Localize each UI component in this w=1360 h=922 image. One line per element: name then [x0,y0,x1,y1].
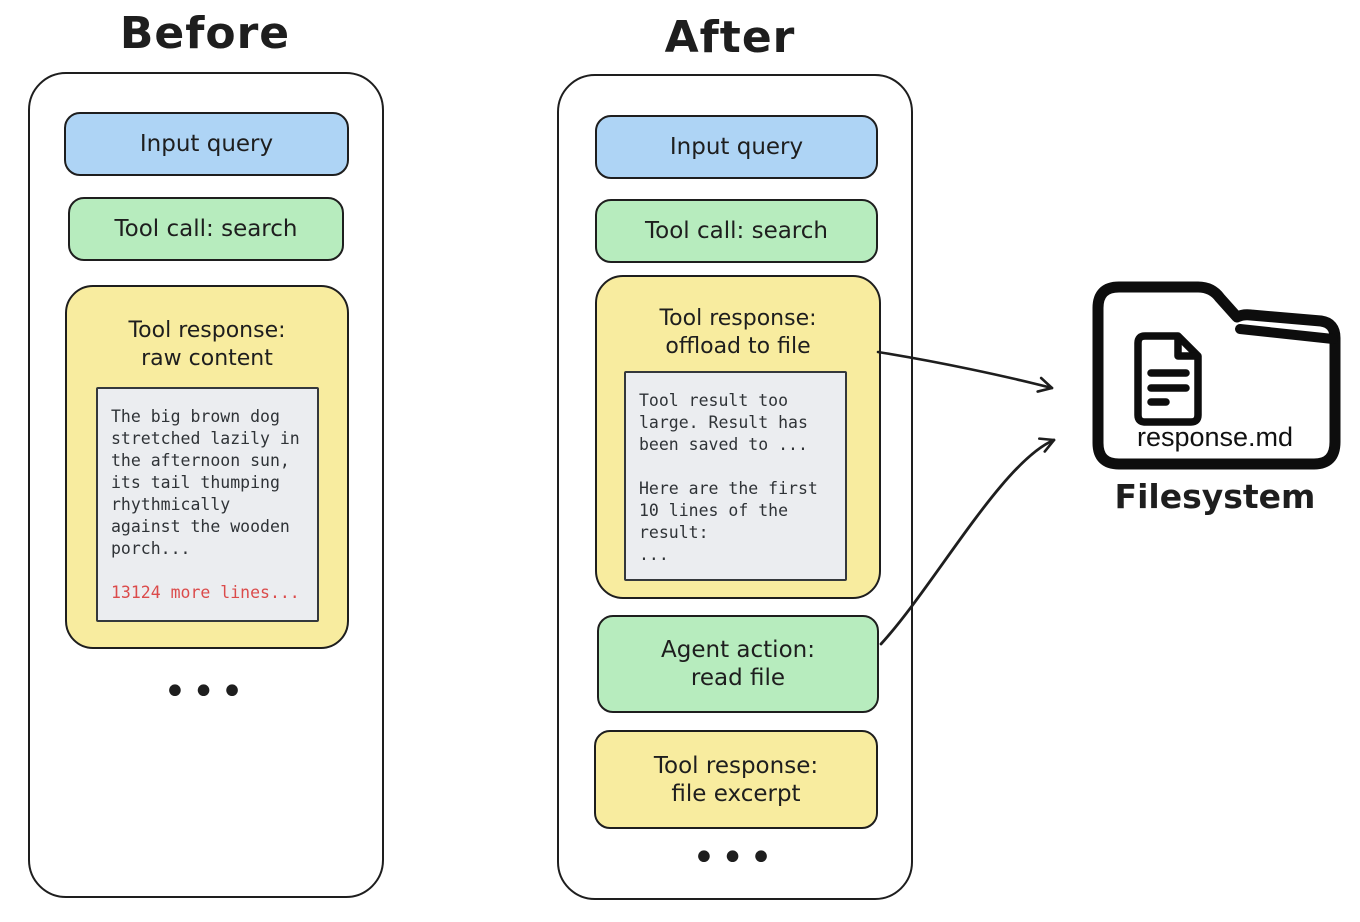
before-tool-response-box: Tool response: raw content The big brown… [65,285,349,649]
before-tool-call-box: Tool call: search [68,197,344,261]
more-lines-indicator: 13124 more lines... [111,583,300,602]
after-file-excerpt-box: Tool response: file excerpt [594,730,878,829]
before-panel: Input query Tool call: search Tool respo… [28,72,384,898]
snippet-line: the afternoon sun, [111,451,290,470]
before-tool-call-label: Tool call: search [114,216,298,242]
after-input-query-box: Input query [595,115,878,179]
snippet-line: The big brown dog [111,407,280,426]
after-tool-response-heading-line1: Tool response: [659,306,817,331]
before-input-query-label: Input query [139,131,274,157]
file-name-label: response.md [1136,422,1294,452]
before-tool-response-heading-line1: Tool response: [128,318,286,343]
snippet-line: 10 lines of the [639,501,789,520]
before-input-query-box: Input query [64,112,349,176]
snippet-blank-line [639,453,845,475]
after-column-title: After [664,12,796,63]
snippet-line: Here are the first [639,479,818,498]
before-column-title: Before [119,8,291,59]
snippet-line: result: [639,523,709,542]
after-input-query-label: Input query [669,134,804,160]
after-file-excerpt-line1: Tool response: [653,752,819,779]
before-tool-response-heading: Tool response: raw content [67,317,347,373]
snippet-line: large. Result has [639,413,808,432]
after-file-excerpt-line2: file excerpt [671,780,801,807]
before-raw-content-snippet: The big brown dog stretched lazily in th… [96,387,319,622]
snippet-line: porch... [111,539,191,558]
after-agent-action-box: Agent action: read file [597,615,879,713]
before-ellipsis: ••• [163,669,249,715]
after-tool-call-label: Tool call: search [645,218,828,244]
snippet-line: ... [639,545,669,564]
after-tool-response-heading-line2: offload to file [665,334,811,359]
filesystem-label: Filesystem [1114,477,1316,516]
after-tool-call-box: Tool call: search [595,199,878,263]
after-agent-action-line2: read file [690,665,786,691]
folder-icon [1092,281,1341,470]
snippet-line: rhythmically [111,495,231,514]
after-panel: Input query Tool call: search Tool respo… [557,74,913,900]
after-ellipsis: ••• [692,835,778,881]
after-tool-response-heading: Tool response: offload to file [597,305,879,361]
snippet-line: been saved to ... [639,435,808,454]
after-offload-snippet: Tool result too large. Result has been s… [624,371,847,581]
snippet-line: stretched lazily in [111,429,300,448]
snippet-line: its tail thumping [111,473,280,492]
snippet-line: Tool result too [639,391,789,410]
snippet-blank-line [111,557,317,579]
snippet-line: against the wooden [111,517,290,536]
document-icon [1134,332,1202,426]
after-tool-response-box: Tool response: offload to file Tool resu… [595,275,881,599]
before-tool-response-heading-line2: raw content [141,346,273,371]
after-agent-action-line1: Agent action: [661,637,815,663]
filesystem-group: response.md Filesystem [1085,272,1345,522]
